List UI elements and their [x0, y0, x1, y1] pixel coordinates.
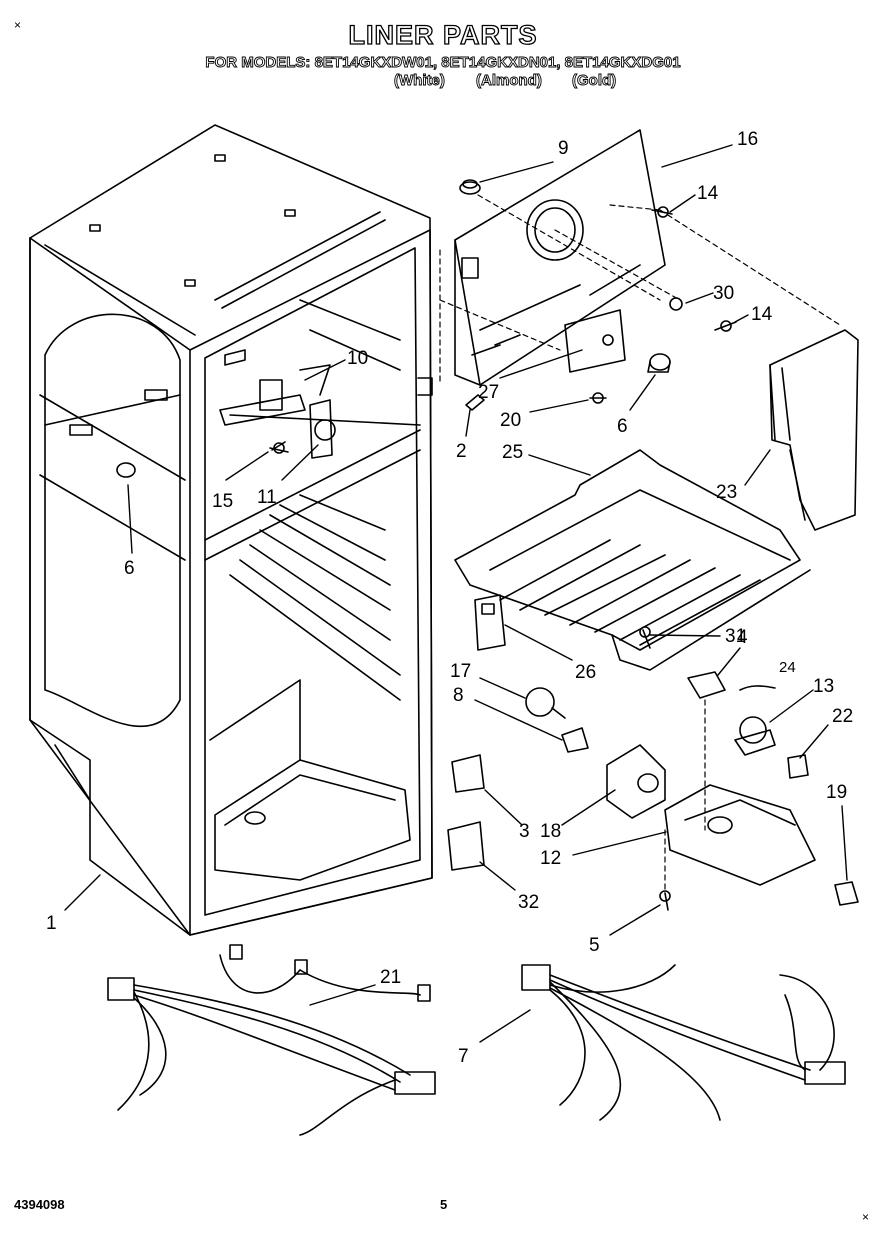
- callout-5: 5: [589, 935, 600, 956]
- callout-26: 26: [575, 662, 596, 683]
- callout-6-right: 6: [617, 416, 628, 437]
- leader-lines: [64, 144, 848, 1043]
- callout-32: 32: [518, 892, 539, 913]
- callout-7: 7: [458, 1046, 469, 1067]
- callout-6-left: 6: [124, 558, 135, 579]
- callout-23: 23: [716, 482, 737, 503]
- callout-10: 10: [347, 348, 368, 369]
- callout-15: 15: [212, 491, 233, 512]
- corner-mark-bottom: ×: [862, 1210, 870, 1224]
- callout-16: 16: [737, 129, 758, 150]
- small-parts: [447, 594, 859, 911]
- callout-8: 8: [453, 685, 464, 706]
- callout-1: 1: [46, 913, 57, 934]
- callout-14-upper: 14: [697, 183, 719, 204]
- color-white: (White): [394, 72, 446, 90]
- model-list: FOR MODELS: 8ET14GKXDW01, 8ET14GKXDN01, …: [205, 54, 681, 72]
- corner-mark-top: ×: [14, 18, 22, 32]
- callout-9: 9: [558, 138, 569, 159]
- callout-30: 30: [713, 283, 734, 304]
- callout-17: 17: [450, 661, 471, 682]
- callout-24: 24: [779, 659, 796, 676]
- wire-harness-7: [521, 964, 846, 1121]
- callout-13: 13: [813, 676, 834, 697]
- callout-20: 20: [500, 410, 521, 431]
- callout-19: 19: [826, 782, 847, 803]
- callout-14-lower: 14: [751, 304, 773, 325]
- page-number: 5: [440, 1197, 448, 1212]
- callout-25: 25: [502, 442, 523, 463]
- callout-4: 4: [737, 627, 748, 648]
- color-almond: (Almond): [476, 72, 543, 90]
- hardware: [459, 179, 737, 411]
- callout-11: 11: [257, 487, 277, 508]
- wire-harness-21: [107, 944, 436, 1136]
- callout-31: 31: [725, 626, 746, 647]
- assembly-lines: [439, 194, 841, 891]
- callout-2: 2: [456, 441, 467, 462]
- callout-18: 18: [540, 821, 561, 842]
- callout-labels: 9 16 14 30 14 10 27 20 6 2 15 11 25 23 6…: [46, 129, 853, 1067]
- liner-cabinet: [29, 124, 433, 936]
- rear-panel: [454, 129, 671, 386]
- fan-shroud: [769, 329, 859, 531]
- callout-27: 27: [478, 382, 499, 403]
- callout-21: 21: [380, 967, 401, 988]
- color-gold: (Gold): [572, 72, 617, 90]
- page-title: LINER PARTS: [348, 19, 538, 50]
- shelf: [454, 449, 811, 671]
- callout-22: 22: [832, 706, 853, 727]
- callout-12: 12: [540, 848, 561, 869]
- document-number: 4394098: [14, 1197, 65, 1212]
- callout-3: 3: [519, 821, 530, 842]
